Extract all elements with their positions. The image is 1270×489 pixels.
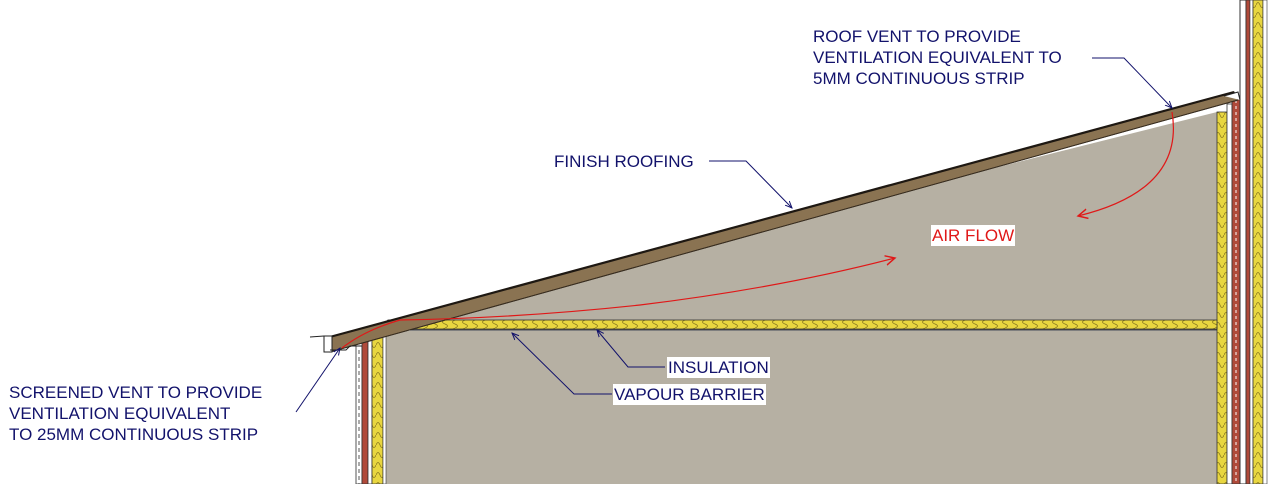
left-wall <box>355 330 387 485</box>
roof-vent-line-2: VENTILATION EQUIVALENT TO <box>813 48 1062 67</box>
roof-vent-label: ROOF VENT TO PROVIDE VENTILATION EQUIVAL… <box>813 26 1062 89</box>
screened-vent-line-3: TO 25MM CONTINUOUS STRIP <box>9 425 259 444</box>
insulation-label: INSULATION <box>667 357 770 378</box>
screened-vent-label: SCREENED VENT TO PROVIDE VENTILATION EQU… <box>9 382 262 445</box>
right-wall <box>1216 0 1268 485</box>
vapour-barrier-label: VAPOUR BARRIER <box>613 384 766 405</box>
screened-vent-line-1: SCREENED VENT TO PROVIDE <box>9 383 263 402</box>
roof-assembly <box>309 90 1241 353</box>
room-space <box>385 331 1217 484</box>
ceiling-insulation <box>370 319 1218 331</box>
air-flow-label: AIR FLOW <box>931 225 1016 246</box>
roof-vent-line-3: 5MM CONTINUOUS STRIP <box>813 69 1025 88</box>
leader-lines <box>295 57 1172 413</box>
screened-vent-line-2: VENTILATION EQUIVALENT <box>9 404 231 423</box>
air-flow-arrows <box>341 111 1174 349</box>
roof-vent-line-1: ROOF VENT TO PROVIDE <box>813 27 1021 46</box>
finish-roofing-label: FINISH ROOFING <box>553 151 695 172</box>
